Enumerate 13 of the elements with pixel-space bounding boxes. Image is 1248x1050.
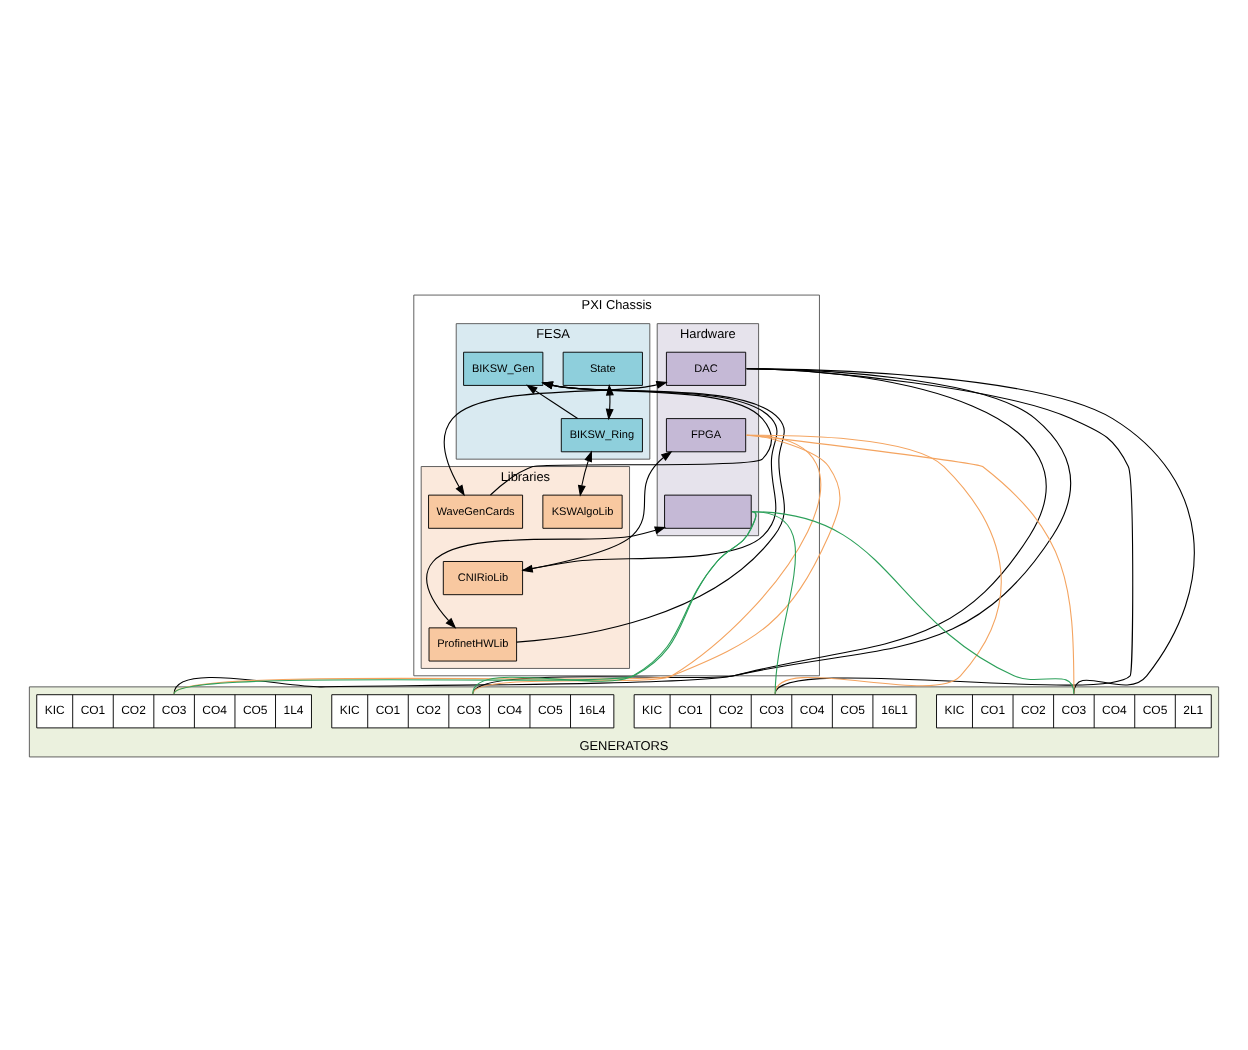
connector (472, 367, 1047, 694)
connector (751, 510, 1075, 694)
connector (173, 510, 757, 694)
connector (746, 433, 1075, 694)
connector (472, 433, 822, 694)
node-box (664, 493, 752, 528)
connector (751, 510, 797, 694)
connector (173, 367, 1072, 694)
arrow (426, 525, 667, 628)
connector (173, 433, 841, 694)
arrow (521, 449, 673, 572)
arrow (577, 449, 592, 496)
arrow (525, 383, 579, 418)
